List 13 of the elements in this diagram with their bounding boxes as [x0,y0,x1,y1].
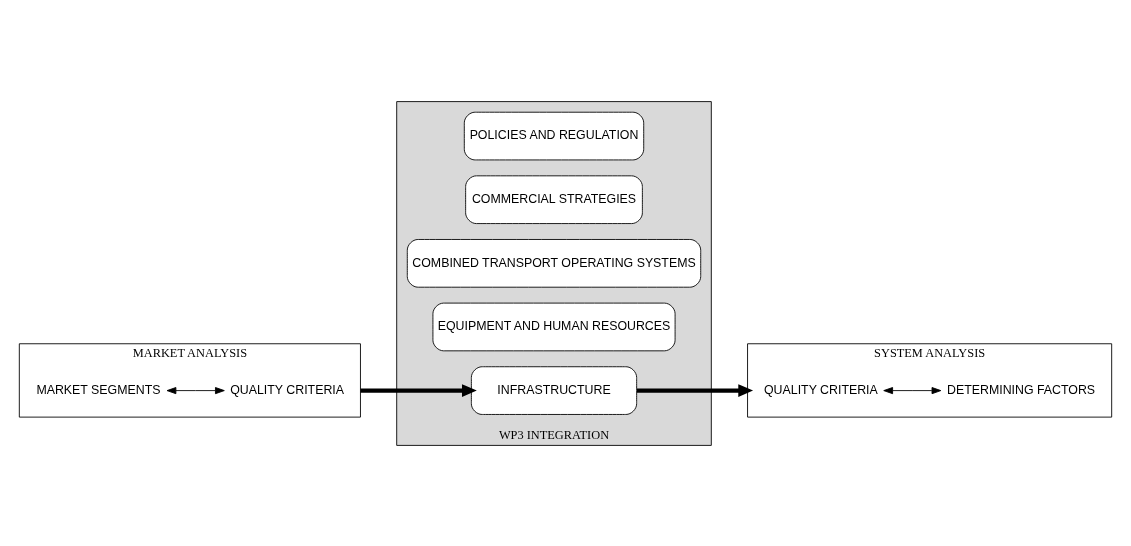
node-text: QUALITY CRITERIA [230,382,344,397]
node-text: QUALITY CRITERIA [764,382,878,397]
node-box: POLICIES AND REGULATION [463,111,645,160]
node-text: DETERMINING FACTORS [947,382,1096,397]
node-text: MARKET SEGMENTS [36,382,161,397]
node-box: COMBINED TRANSPORT OPERATING SYSTEMS [406,238,702,288]
arrow [360,383,477,397]
node-box: COMMERCIAL STRATEGIES [465,174,643,224]
arrow [883,386,942,394]
node-box: INFRASTRUCTURE [470,365,638,415]
node-box: EQUIPMENT AND HUMAN RESOURCES [432,302,676,351]
arrow [166,386,225,394]
arrow [636,383,754,397]
